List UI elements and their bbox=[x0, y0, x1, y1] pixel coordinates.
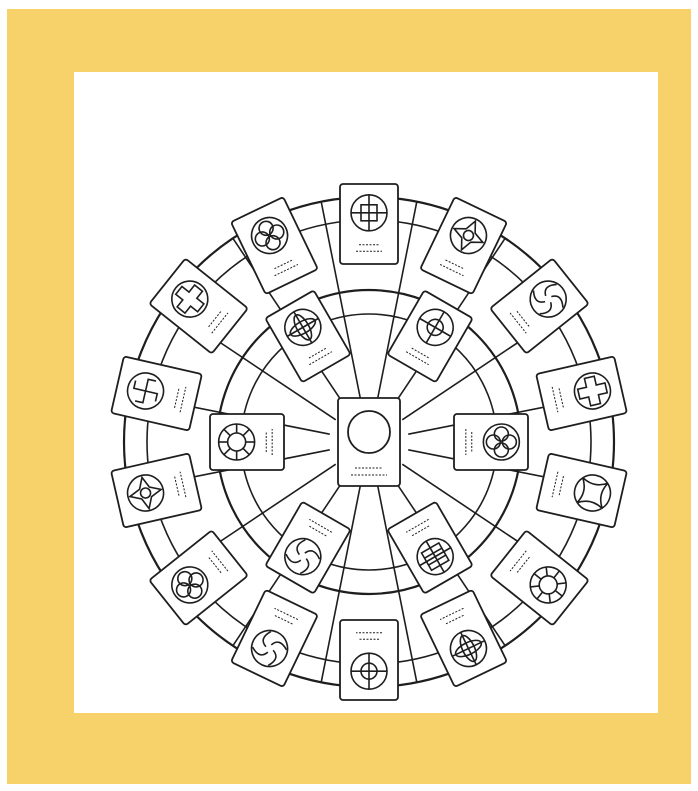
yellow-frame bbox=[7, 9, 691, 784]
outer-card bbox=[420, 590, 507, 687]
outer-card bbox=[231, 197, 318, 294]
inner-card bbox=[454, 414, 528, 470]
quartered-circle-icon bbox=[351, 195, 387, 231]
outer-card bbox=[490, 530, 589, 625]
outer-card bbox=[490, 258, 589, 353]
crosshair-spiral-icon bbox=[351, 653, 387, 689]
inner-card bbox=[265, 502, 350, 594]
outer-card bbox=[149, 258, 248, 353]
inner-card bbox=[387, 290, 472, 382]
outer-card bbox=[340, 184, 398, 264]
circular-card-diagram bbox=[74, 72, 658, 713]
diagram-panel bbox=[74, 72, 658, 713]
center-card bbox=[338, 398, 400, 486]
outer-card bbox=[420, 197, 507, 294]
inner-card bbox=[387, 502, 472, 594]
outer-card bbox=[340, 620, 398, 700]
inner-card bbox=[265, 290, 350, 382]
inner-card bbox=[210, 414, 284, 470]
outer-card bbox=[149, 530, 248, 625]
outer-card bbox=[231, 590, 318, 687]
